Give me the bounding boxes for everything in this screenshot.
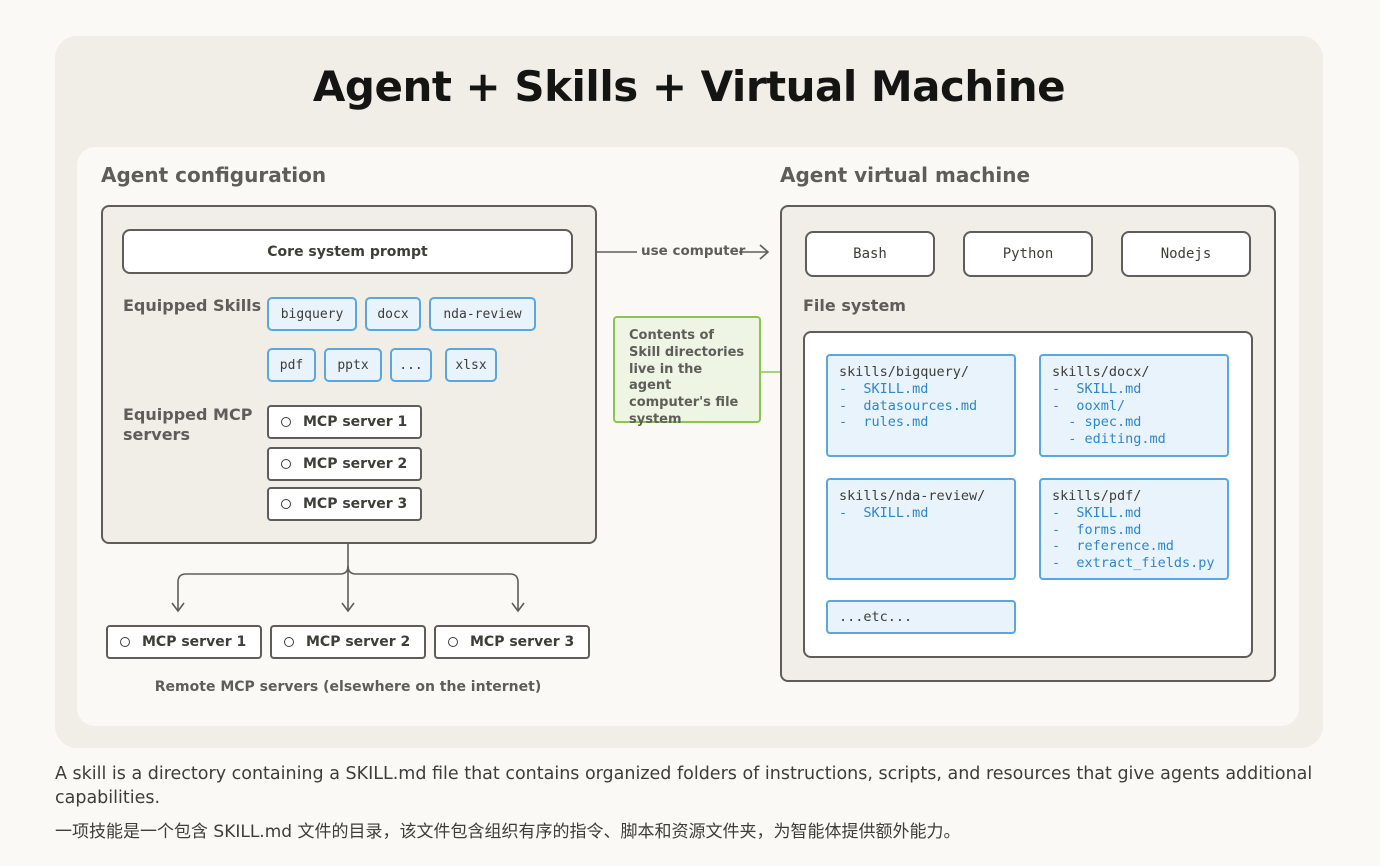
remote-mcp-server: MCP server 1 [106,625,262,659]
caption-english: A skill is a directory containing a SKIL… [55,764,1313,808]
runtime-bash: Bash [805,231,935,277]
file-item: - extract_fields.py [1052,555,1215,572]
file-item: - SKILL.md [839,380,929,397]
folder-name: skills/pdf/ [1052,488,1142,504]
file-system-label: File system [803,296,906,315]
etc-label: ...etc... [839,609,913,625]
folder-etc: ...etc... [826,600,1016,634]
skill-chip: pptx [324,348,382,382]
runtime-nodejs: Nodejs [1121,231,1251,277]
folder-docx: skills/docx/- SKILL.md- ooxml/ - spec.md… [1039,354,1229,457]
skill-directories-note: Contents of Skill directories live in th… [613,316,761,427]
file-item: - SKILL.md [1052,380,1142,397]
remote-mcp-server: MCP server 2 [270,625,426,659]
agent-configuration-heading: Agent configuration [101,163,327,187]
mcp-server-label: MCP server 3 [303,496,408,512]
file-item: - datasources.md [839,397,978,414]
mcp-branch-right [347,565,519,610]
circle-icon [120,637,130,647]
circle-icon [281,417,291,427]
skill-chip: ... [390,348,432,382]
remote-mcp-label: MCP server 2 [306,634,411,650]
use-computer-line [597,244,770,260]
folder-nda-review: skills/nda-review/- SKILL.md [826,478,1016,580]
mcp-server-label: MCP server 1 [303,414,408,430]
mcp-server-item: MCP server 2 [267,447,422,481]
circle-icon [284,637,294,647]
skill-chip: docx [365,297,421,331]
mcp-server-item: MCP server 3 [267,487,422,521]
skill-chip: xlsx [445,348,497,382]
remote-mcp-server: MCP server 3 [434,625,590,659]
file-item: - editing.md [1052,431,1166,448]
folder-name: skills/nda-review/ [839,488,986,504]
diagram-title: Agent + Skills + Virtual Machine [312,62,1066,111]
circle-icon [448,637,458,647]
skill-chip: bigquery [267,297,357,331]
remote-mcp-label: MCP server 1 [142,634,247,650]
runtime-python: Python [963,231,1093,277]
folder-pdf: skills/pdf/- SKILL.md- forms.md- referen… [1039,478,1229,580]
circle-icon [281,499,291,509]
mcp-server-label: MCP server 2 [303,456,408,472]
vm-heading: Agent virtual machine [780,163,1031,187]
remote-caption: Remote MCP servers (elsewhere on the int… [154,679,542,695]
circle-icon [281,459,291,469]
file-item: - forms.md [1052,521,1142,538]
folder-name: skills/docx/ [1052,364,1150,380]
file-item: - spec.md [1052,414,1142,431]
equipped-skills-label: Equipped Skills [123,296,262,315]
core-system-prompt: Core system prompt [122,229,573,274]
remote-mcp-label: MCP server 3 [470,634,575,650]
skill-chip: pdf [267,348,316,382]
skill-chip: nda-review [429,297,536,331]
file-item: - rules.md [839,414,929,431]
folder-bigquery: skills/bigquery/- SKILL.md- datasources.… [826,354,1016,457]
equipped-mcp-label: Equipped MCP servers [123,405,253,444]
file-item: - ooxml/ [1052,397,1126,414]
file-item: - reference.md [1052,538,1174,555]
arrowhead [171,602,525,613]
mcp-server-item: MCP server 1 [267,405,422,439]
use-computer-label: use computer [641,243,746,259]
file-item: - SKILL.md [1052,504,1142,521]
file-item: - SKILL.md [839,504,929,521]
folder-name: skills/bigquery/ [839,364,970,380]
caption-chinese: 一项技能是一个包含 SKILL.md 文件的目录，该文件包含组织有序的指令、脚本… [55,822,961,842]
